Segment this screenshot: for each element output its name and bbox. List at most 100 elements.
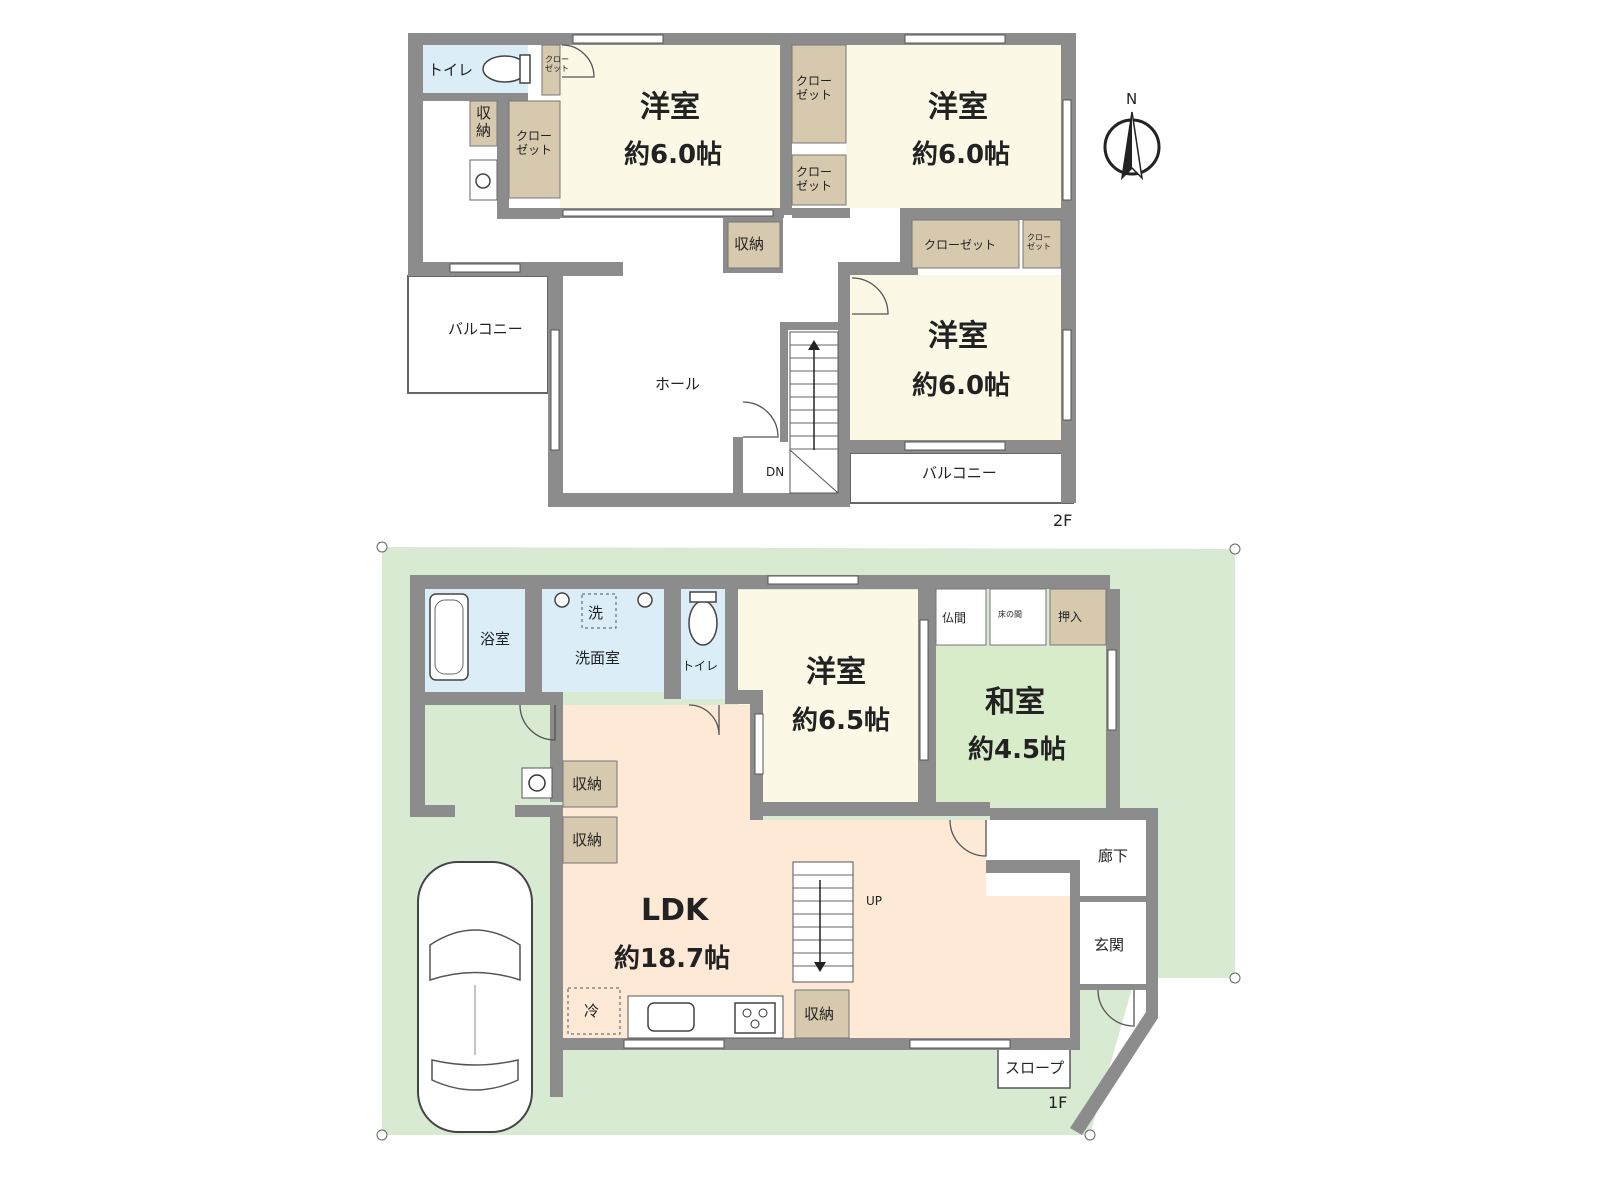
balcony-2f-right-label: バルコニー: [922, 464, 997, 482]
toilet-tank-icon: [689, 591, 717, 603]
wall: [410, 692, 425, 814]
label-line: クロー: [796, 165, 832, 179]
wall: [838, 262, 918, 275]
western-room-2f-3: [850, 275, 1061, 440]
tokonoma-label: 床の間: [998, 609, 1022, 619]
window: [1062, 99, 1072, 201]
stair-arrow-head: [808, 340, 820, 350]
window: [904, 34, 1006, 44]
wall: [1070, 860, 1080, 1050]
western-room-2f-2: [846, 45, 1061, 208]
toilet-bowl-icon: [688, 600, 718, 646]
western-room-2f-1: [560, 45, 780, 208]
door-swing: [851, 277, 889, 315]
western-2f-2-size: 約6.0帖: [912, 139, 1010, 170]
storage-2f-left-label: 収納: [476, 104, 491, 139]
wall: [1080, 984, 1158, 990]
label-line: 収: [476, 104, 491, 122]
storage-2f-mid-label: 収納: [734, 235, 764, 253]
wall: [497, 101, 509, 219]
storage-closet: [562, 760, 618, 808]
western-1f-size: 約6.5帖: [792, 705, 890, 736]
closet-2f-tall: [508, 100, 561, 199]
wall: [783, 322, 839, 330]
ldk-size: 約18.7帖: [614, 943, 730, 974]
wall: [425, 692, 563, 705]
stairs-up-label: UP: [866, 894, 882, 908]
closet-2f-wide-label: クローゼット: [924, 238, 996, 252]
door-swing: [742, 401, 779, 438]
stair-arrow-head: [814, 962, 826, 972]
toilet-2f-label: トイレ: [428, 61, 473, 79]
wall: [986, 860, 1080, 873]
washer-spot: [581, 593, 617, 629]
wall: [548, 493, 850, 507]
compass-north-label: N: [1126, 90, 1137, 108]
door-swing: [688, 704, 720, 736]
label-line: ゼット: [545, 63, 569, 73]
door-swing: [949, 819, 987, 857]
western-room-1f: [738, 590, 918, 802]
oshiire-closet: [1049, 588, 1107, 646]
label-line: ゼット: [796, 88, 832, 102]
closet-2f-small-2-label: クローゼット: [1027, 233, 1051, 251]
tokonoma-closet: [989, 588, 1047, 646]
sink-icon: [637, 592, 653, 608]
window: [767, 575, 859, 585]
label-line: ゼット: [796, 179, 832, 193]
floor-2f-label: 2F: [1053, 511, 1072, 530]
ldk-name: LDK: [641, 893, 710, 928]
wall: [725, 589, 738, 704]
closet-2f-b1: [791, 44, 847, 144]
door-swing: [1097, 989, 1135, 1027]
washroom-label: 洗面室: [575, 649, 620, 667]
label-line: クロー: [1027, 233, 1051, 242]
lot-corner-marker: [1084, 1129, 1096, 1141]
storage-2-label: 収納: [572, 831, 602, 849]
closet-2f-wide: [911, 219, 1020, 269]
stair-diagonal: [789, 449, 839, 494]
storage-3-label: 収納: [804, 1005, 834, 1023]
western-2f-2-name: 洋室: [928, 90, 988, 125]
wall: [780, 322, 788, 442]
north-compass-icon: [1103, 111, 1161, 181]
wall: [410, 575, 425, 693]
wall: [733, 437, 743, 493]
balcony-2f-left: [407, 275, 549, 394]
fridge-spot: [567, 987, 621, 1035]
storage-1-label: 収納: [572, 775, 602, 793]
wall: [497, 208, 560, 219]
window: [919, 619, 929, 761]
stove-burner: [742, 1008, 752, 1018]
stairs-dn-label: DN: [766, 465, 784, 479]
japanese-size: 約4.5帖: [968, 734, 1066, 765]
label-line: 納: [476, 121, 491, 139]
wall: [410, 805, 455, 817]
window: [550, 329, 560, 451]
stove-burner: [758, 1008, 768, 1018]
wall: [423, 93, 528, 101]
closet-2f-small-1-label: クローゼット: [545, 55, 569, 73]
wall: [750, 802, 990, 816]
japanese-room: [936, 648, 1106, 802]
butsuma-closet: [935, 588, 987, 646]
wall: [410, 575, 1110, 589]
closet-2f-small-2: [1022, 219, 1062, 269]
closet-2f-b2-label: クローゼット: [796, 165, 832, 193]
sink-icon: [475, 173, 491, 189]
western-2f-1-size: 約6.0帖: [624, 139, 722, 170]
meter-icon: [528, 774, 546, 792]
bathtub-inner: [434, 599, 464, 675]
wall: [550, 817, 563, 1097]
window: [623, 1039, 725, 1049]
entrance-label: 玄関: [1094, 936, 1124, 954]
western-2f-1-name: 洋室: [640, 90, 700, 125]
corridor-1f: [986, 820, 1152, 896]
wall: [515, 805, 563, 817]
lot-corner-marker: [376, 541, 388, 553]
western-2f-3-name: 洋室: [928, 319, 988, 354]
window: [754, 713, 764, 775]
balcony-2f-left-label: バルコニー: [448, 320, 523, 338]
window: [449, 263, 521, 273]
